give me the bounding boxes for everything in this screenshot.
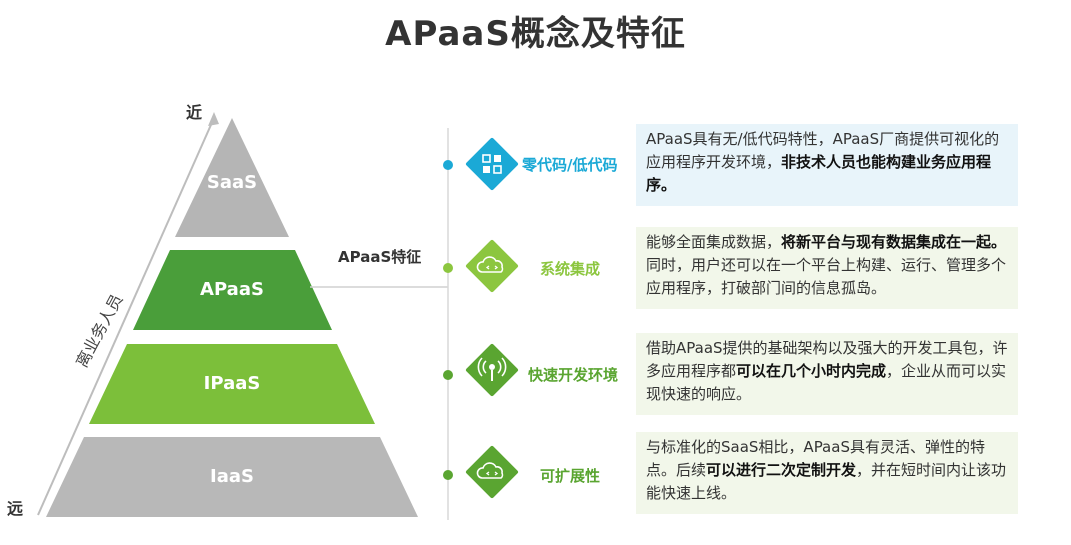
description-text: ，企业从而可以实现快速的响应。 bbox=[646, 362, 1007, 403]
features-title: APaaS特征 bbox=[338, 248, 422, 266]
description-highlight: 可以进行二次定制开发 bbox=[706, 461, 857, 479]
tier-label-saas: SaaS bbox=[206, 172, 258, 193]
cloud-code-icon bbox=[465, 239, 519, 293]
feature-label-integration: 系统集成 bbox=[540, 260, 601, 278]
description-highlight: 可以在几个小时内完成 bbox=[736, 362, 887, 380]
description-text: 同时，用户还可以在一个平台上构建、运行、管理多个应用程序，打破部门间的信息孤岛。 bbox=[646, 256, 1007, 297]
near-label: 近 bbox=[186, 103, 203, 122]
pyramid-tier-saas bbox=[175, 118, 289, 237]
description-text: ，并在短时间内让该功能快速上线。 bbox=[646, 461, 1007, 502]
description-highlight: 非技术人员也能构建业务应用程序。 bbox=[646, 153, 992, 194]
description-highlight: 将新平台与现有数据集成在一起。 bbox=[781, 233, 1007, 251]
features-connector bbox=[310, 128, 449, 520]
feature-description-rapid-dev: 借助APaaS提供的基础架构以及强大的开发工具包，许多应用程序都可以在几个小时内… bbox=[636, 333, 1018, 415]
axis-arrowhead-icon bbox=[208, 112, 219, 126]
feature-label-rapid-dev: 快速开发环境 bbox=[528, 366, 619, 384]
feature-description-integration: 能够全面集成数据，将新平台与现有数据集成在一起。同时，用户还可以在一个平台上构建… bbox=[636, 227, 1018, 309]
feature-description-low-code: APaaS具有无/低代码特性，APaaS厂商提供可视化的应用程序开发环境，非技术… bbox=[636, 124, 1018, 206]
proximity-axis bbox=[37, 112, 219, 516]
feature-dot bbox=[443, 263, 453, 273]
cloud-code-icon bbox=[465, 445, 519, 499]
description-text: 能够全面集成数据， bbox=[646, 233, 782, 251]
description-text: 与标准化的SaaS相比，APaaS具有灵活、弹性的特点。后续 bbox=[646, 438, 985, 479]
pyramid-tier-iaas bbox=[46, 437, 418, 517]
feature-dot bbox=[443, 370, 453, 380]
tier-label-apaas: APaaS bbox=[200, 279, 264, 300]
pyramid-tier-ipaas bbox=[89, 344, 375, 424]
feature-label-scalability: 可扩展性 bbox=[540, 467, 601, 485]
feature-markers bbox=[443, 137, 519, 499]
grid-apps-icon bbox=[465, 137, 519, 191]
tier-label-ipaas: IPaaS bbox=[203, 373, 261, 394]
feature-description-scalability: 与标准化的SaaS相比，APaaS具有灵活、弹性的特点。后续可以进行二次定制开发… bbox=[636, 432, 1018, 514]
feature-label-low-code: 零代码/低代码 bbox=[522, 156, 618, 174]
pyramid-tier-apaas bbox=[133, 250, 332, 330]
tier-label-iaas: IaaS bbox=[210, 466, 254, 487]
page-title: APaaS概念及特征 bbox=[385, 14, 686, 54]
signal-tower-icon bbox=[465, 343, 519, 397]
description-text: 借助APaaS提供的基础架构以及强大的开发工具包，许多应用程序都 bbox=[646, 339, 1008, 380]
far-label: 远 bbox=[7, 499, 24, 518]
feature-dot bbox=[443, 160, 453, 170]
description-text: APaaS具有无/低代码特性，APaaS厂商提供可视化的应用程序开发环境， bbox=[646, 130, 1000, 171]
feature-dot bbox=[443, 470, 453, 480]
